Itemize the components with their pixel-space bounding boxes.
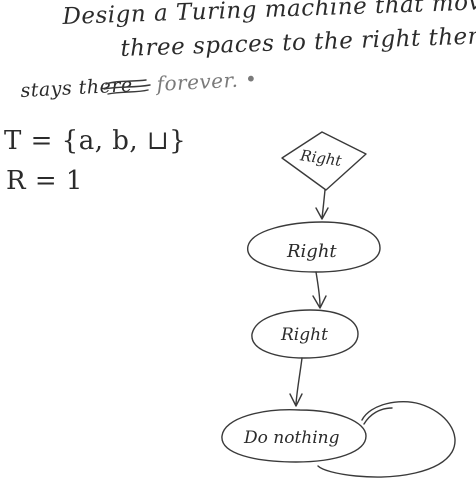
node-label: Do nothing — [243, 428, 340, 448]
edge-arrow — [315, 189, 329, 220]
strikethrough-scribble — [103, 79, 151, 95]
node-label: Right — [286, 241, 337, 262]
tape-alphabet-definition: T = {a, b, ⊔} — [4, 126, 187, 156]
node-label: Right — [298, 146, 343, 170]
node-ellipse: Right — [251, 309, 359, 359]
node-diamond-start: Right — [281, 131, 367, 191]
node-ellipse: Right — [247, 221, 381, 273]
self-loop — [317, 401, 456, 478]
edge-arrow — [312, 271, 327, 309]
edge-arrow — [289, 357, 303, 407]
register-definition: R = 1 — [6, 166, 83, 196]
node-ellipse-terminal: Do nothing — [221, 409, 367, 463]
node-label: Right — [280, 325, 328, 345]
